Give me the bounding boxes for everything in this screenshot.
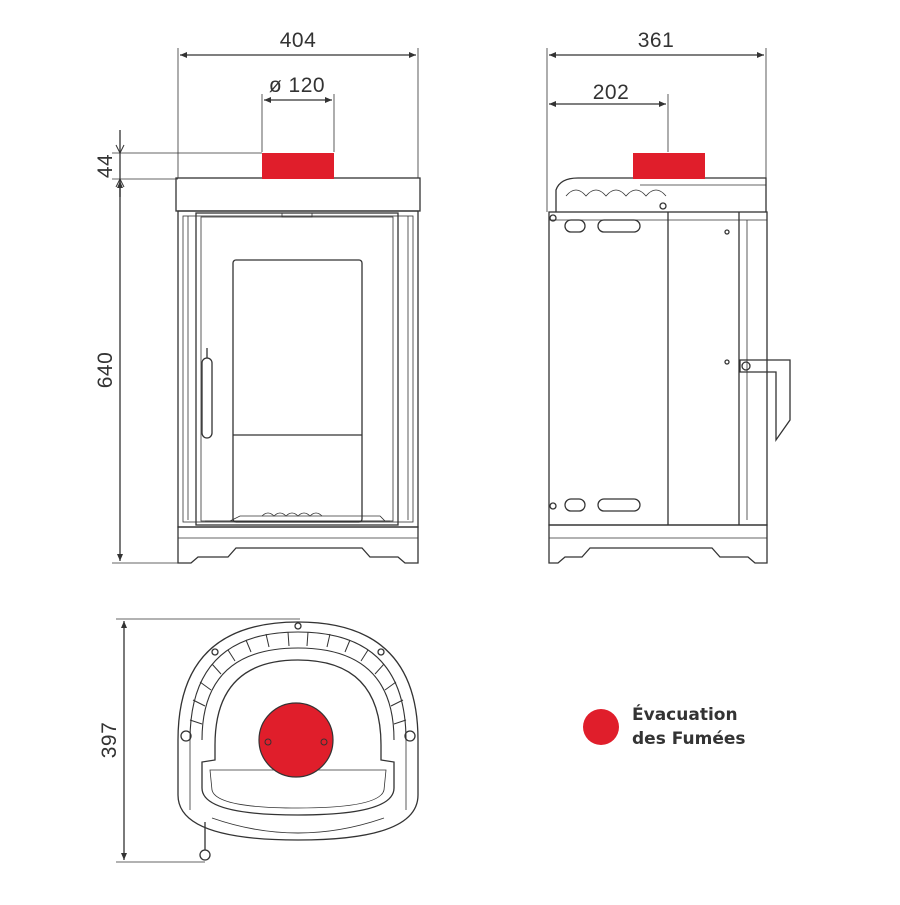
flue-diameter-label: ø 120 bbox=[269, 74, 325, 97]
side-flue-outlet bbox=[633, 153, 705, 179]
front-view bbox=[112, 48, 421, 564]
front-width-label: 404 bbox=[280, 29, 317, 52]
front-flue-outlet bbox=[262, 153, 334, 179]
legend: Évacuation des Fumées bbox=[583, 703, 746, 751]
body-height-label: 640 bbox=[94, 352, 117, 389]
top-depth-label: 397 bbox=[98, 722, 121, 759]
top-view bbox=[116, 618, 419, 863]
top-flue-outlet bbox=[258, 702, 334, 778]
legend-label: Évacuation des Fumées bbox=[632, 705, 746, 749]
flue-height-label: 44 bbox=[94, 154, 117, 178]
flue-bolt-right bbox=[320, 738, 328, 746]
flue-offset-label: 202 bbox=[593, 81, 630, 104]
flue-legend-swatch bbox=[583, 709, 619, 745]
side-view bbox=[546, 48, 791, 564]
flue-bolt-left bbox=[264, 738, 272, 746]
side-depth-label: 361 bbox=[638, 29, 675, 52]
